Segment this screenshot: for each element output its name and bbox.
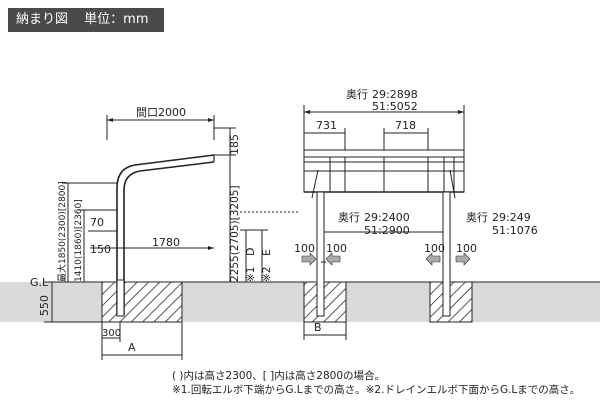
text-gl: G.L <box>30 276 49 289</box>
text-label-E: E <box>260 249 273 256</box>
left-elevation <box>116 154 215 317</box>
text-depth-total-label: 奥行 <box>346 87 368 101</box>
text-100-d: 100 <box>456 242 477 255</box>
text-eave-height: 1410(1860)[2360] <box>74 199 84 282</box>
arrow-left-icon <box>325 252 341 266</box>
dim-bottom-left <box>101 322 183 360</box>
header-unit: 単位：mm <box>84 12 149 27</box>
ground-band <box>0 282 600 322</box>
arrow-left-icon <box>425 252 441 266</box>
text-label-D: D <box>244 248 257 256</box>
text-100-c: 100 <box>424 242 445 255</box>
text-len-150: 150 <box>90 243 111 256</box>
header-label: 納まり図 単位：mm <box>8 8 164 32</box>
dim-right-top <box>303 105 465 150</box>
arrow-right-icon <box>455 252 471 266</box>
arrow-icons <box>301 252 471 266</box>
text-depth-total-51: 51:5052 <box>372 100 418 113</box>
header-title: 納まり図 <box>16 12 69 27</box>
arrow-right-icon <box>301 252 317 266</box>
foundation-left <box>101 281 183 323</box>
text-depth-550: 550 <box>38 295 51 316</box>
text-inner-51: 51:2900 <box>364 224 410 237</box>
footnote-1: ( )内は高さ2300、[ ]内は高さ2800の場合。 <box>172 370 386 382</box>
right-elevation <box>303 149 465 317</box>
foundation-right <box>429 281 473 323</box>
text-label-B: B <box>314 321 322 334</box>
text-outer-label: 奥行 <box>466 210 488 224</box>
text-inner-label: 奥行 <box>338 210 360 224</box>
text-top-185: 185 <box>228 134 241 155</box>
text-frontage: 間口2000 <box>136 106 186 119</box>
text-note1: ※1 <box>245 267 257 282</box>
text-len-70: 70 <box>90 216 104 229</box>
text-outer-29: 29:249 <box>492 211 531 224</box>
text-len-1780: 1780 <box>152 236 180 249</box>
text-inner-29: 29:2400 <box>364 211 410 224</box>
text-depth-total-29: 29:2898 <box>372 88 418 101</box>
text-100-a: 100 <box>294 242 315 255</box>
text-note2: ※2 <box>261 267 273 282</box>
text-span-718: 718 <box>395 119 416 132</box>
text-post-300: 300 <box>102 328 121 339</box>
text-beam-height: 最大1850(2300)[2800] <box>56 181 68 282</box>
dim-left-height <box>214 127 300 282</box>
dim-B <box>303 322 347 340</box>
footnote-2: ※1.回転エルボ下端からG.Lまでの高さ。※2.ドレインエルボ下面からG.Lまで… <box>172 384 581 396</box>
text-height-total: 2255(2705)[3205] <box>229 185 241 282</box>
text-outer-51: 51:1076 <box>492 224 538 237</box>
dim-left-vertical <box>44 182 117 323</box>
text-100-b: 100 <box>326 242 347 255</box>
foundation-mid <box>303 281 347 323</box>
text-label-A: A <box>128 341 136 354</box>
text-span-731: 731 <box>316 119 337 132</box>
